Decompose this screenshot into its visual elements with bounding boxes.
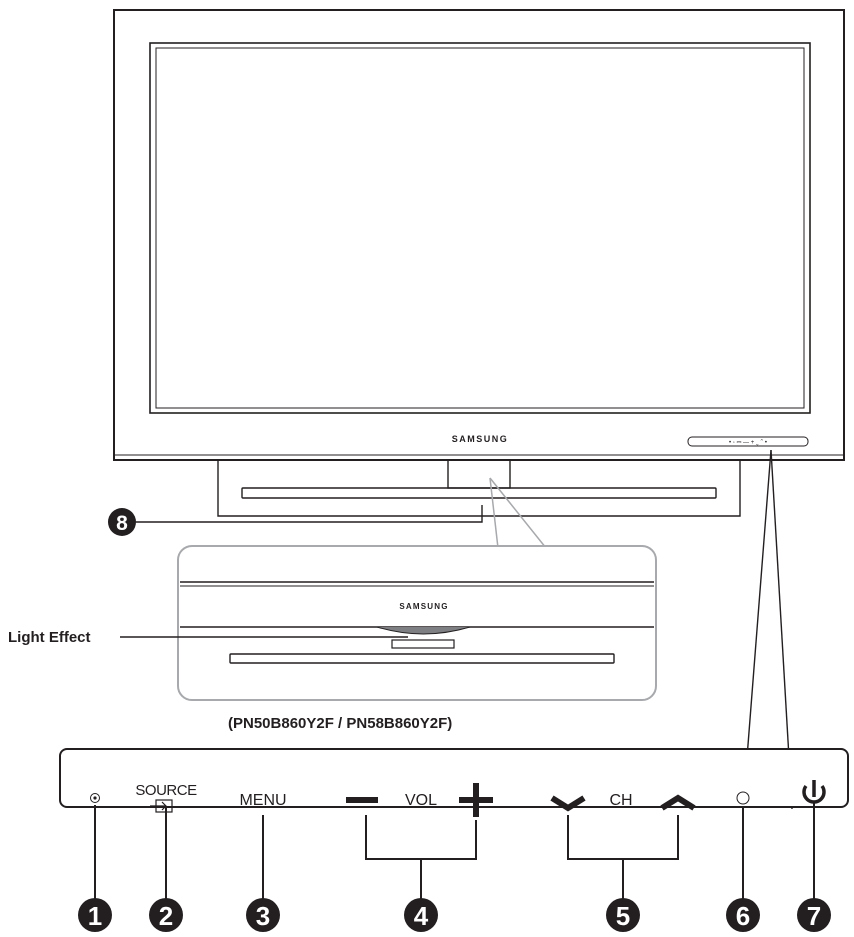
menu-button-label[interactable]: MENU <box>239 792 286 809</box>
svg-text:3: 3 <box>256 901 270 931</box>
control-panel <box>59 748 849 808</box>
svg-text:8: 8 <box>116 512 128 535</box>
power-indicator-icon <box>736 791 750 805</box>
source-icon <box>150 799 173 813</box>
vol-label: VOL <box>405 792 437 809</box>
marker-6: 6 <box>726 898 760 932</box>
marker-3: 3 <box>246 898 280 932</box>
marker-4: 4 <box>404 898 438 932</box>
svg-text:7: 7 <box>807 901 821 931</box>
tv-bezel-outer <box>113 9 845 461</box>
tv-screen <box>149 42 811 414</box>
marker-5: 5 <box>606 898 640 932</box>
source-button-label[interactable]: SOURCE <box>135 782 197 799</box>
svg-text:1: 1 <box>88 901 102 931</box>
channel-label: CH <box>609 792 632 809</box>
marker-7: 7 <box>797 898 831 932</box>
marker-2: 2 <box>149 898 183 932</box>
stand-detail-callout: SAMSUNG <box>177 545 657 701</box>
channel-down-icon[interactable] <box>550 795 586 812</box>
marker-8: 8 <box>108 508 136 536</box>
tv-control-strip-symbols: • ◦ ⎓ — + ⌄ ⌃ • <box>729 438 767 446</box>
marker-1: 1 <box>78 898 112 932</box>
vol-down-icon[interactable] <box>346 797 378 803</box>
vol-up-icon[interactable] <box>459 783 493 817</box>
svg-text:4: 4 <box>414 901 429 931</box>
remote-sensor-icon <box>90 793 100 803</box>
light-effect-label: Light Effect <box>8 629 91 646</box>
tv-brand-logo: SAMSUNG <box>452 434 509 444</box>
svg-text:2: 2 <box>159 901 173 931</box>
model-caption: (PN50B860Y2F / PN58B860Y2F) <box>228 715 452 732</box>
tv-front-view <box>113 9 845 461</box>
panel-marker-leaders <box>94 803 815 905</box>
svg-text:5: 5 <box>616 901 630 931</box>
tv-stand <box>217 459 741 517</box>
light-effect-strip <box>376 626 471 635</box>
zoom-callout-lines <box>489 477 547 549</box>
power-icon[interactable] <box>802 780 826 804</box>
stand-brand-logo: SAMSUNG <box>399 602 448 611</box>
channel-up-icon[interactable] <box>660 794 696 811</box>
marker-8-leader <box>136 505 483 523</box>
tv-control-strip <box>687 436 809 447</box>
svg-text:6: 6 <box>736 901 750 931</box>
